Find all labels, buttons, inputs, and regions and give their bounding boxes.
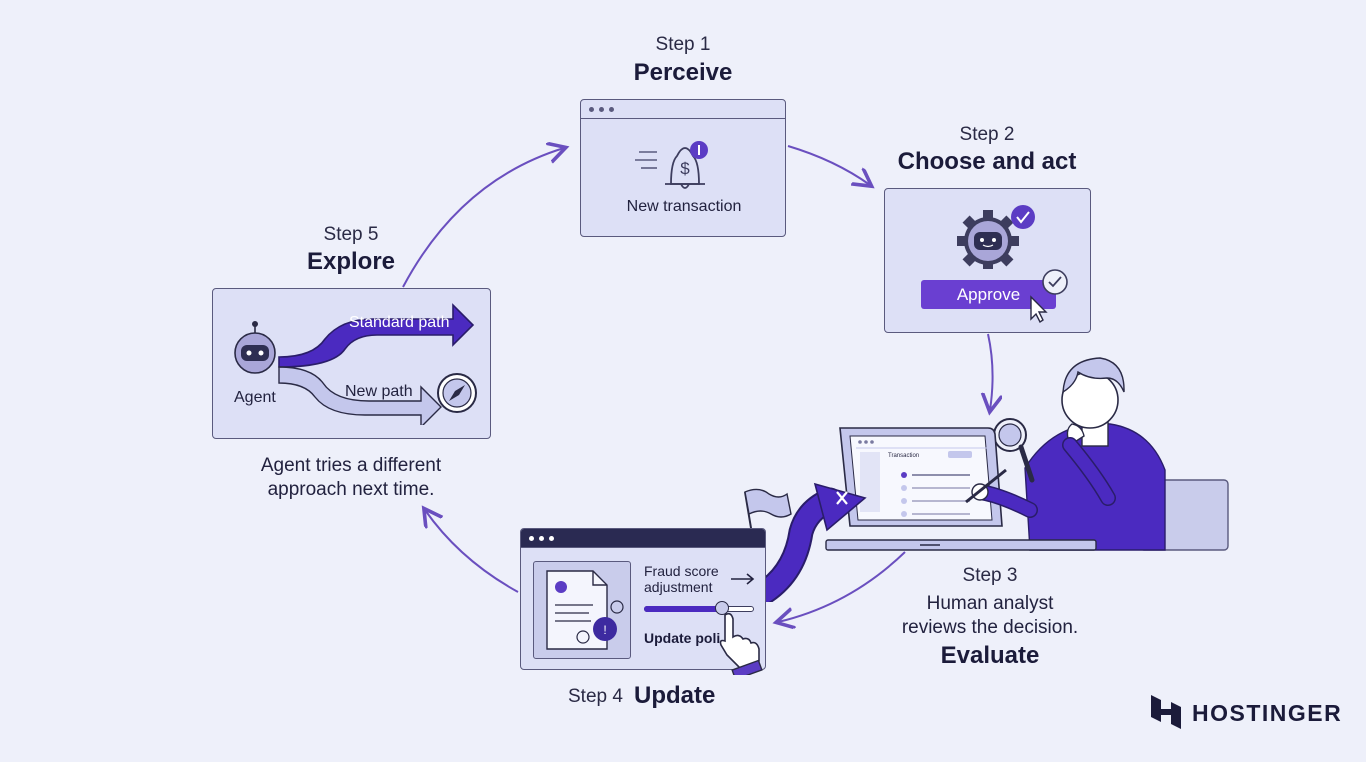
- arrow-step3-to-step4: [778, 551, 906, 622]
- step1-title: Perceive: [633, 59, 733, 86]
- window-bar: [521, 529, 765, 548]
- agent-label: Agent: [234, 389, 276, 406]
- arrow-step4-to-step5: [425, 510, 519, 593]
- flag-arrow-icon: [744, 482, 867, 602]
- step3-description-line1: Human analyst: [926, 593, 1054, 614]
- pointing-hand-icon: [719, 612, 763, 675]
- step3-description-line2: reviews the decision.: [901, 617, 1079, 638]
- update-policy-label: Update poli: [644, 630, 721, 646]
- robot-agent-icon: [234, 321, 276, 374]
- step1-card: $ New transaction: [580, 99, 786, 237]
- human-analyst-illustration: Transaction: [825, 357, 1229, 551]
- svg-text:!: !: [603, 623, 606, 637]
- compass-icon: [437, 373, 477, 413]
- fraud-score-label-line2: adjustment: [644, 579, 713, 595]
- step2-card: Approve: [884, 188, 1091, 333]
- check-cursor-icon: [1030, 269, 1068, 324]
- robot-gear-icon: [957, 205, 1035, 269]
- approve-button-label: Approve: [956, 285, 1021, 304]
- step1-number: Step 1: [655, 34, 711, 55]
- right-arrow-icon: [731, 573, 755, 585]
- step4-window: ! Fraud score adjustment Update poli: [520, 528, 766, 675]
- step5-card: Standard path New path Agent: [212, 288, 491, 439]
- step5-number: Step 5: [323, 224, 379, 245]
- fraud-score-slider-fill: [644, 606, 722, 612]
- step5-title: Explore: [306, 248, 396, 275]
- step4-number: Step 4: [568, 686, 623, 707]
- hostinger-brand-name: HOSTINGER: [1192, 700, 1343, 726]
- step4-title: Update: [634, 682, 716, 709]
- notification-bell-icon: $: [635, 141, 708, 189]
- step1-card-label: New transaction: [626, 198, 742, 215]
- new-path-label: New path: [345, 383, 413, 400]
- laptop-screen-title: Transaction: [888, 453, 919, 459]
- svg-text:$: $: [680, 159, 690, 178]
- step5-description-line1: Agent tries a different: [260, 455, 442, 476]
- standard-path-label: Standard path: [349, 314, 450, 331]
- path-arrows-graphic: [278, 303, 475, 425]
- arrow-step5-to-step1: [402, 148, 564, 288]
- fraud-score-label-line1: Fraud score: [644, 563, 719, 579]
- window-bar: [581, 100, 785, 119]
- fraud-score-slider-thumb[interactable]: [715, 601, 729, 615]
- step3-title: Evaluate: [940, 642, 1040, 669]
- step3-number: Step 3: [962, 565, 1018, 586]
- step5-description-line2: approach next time.: [267, 479, 435, 500]
- step2-number: Step 2: [959, 124, 1015, 145]
- step2-title: Choose and act: [897, 148, 1077, 175]
- arrow-step1-to-step2: [787, 145, 870, 185]
- arrow-step2-to-step3: [988, 333, 993, 410]
- hostinger-logo-icon: [1151, 695, 1181, 729]
- policy-document-icon: !: [546, 570, 624, 650]
